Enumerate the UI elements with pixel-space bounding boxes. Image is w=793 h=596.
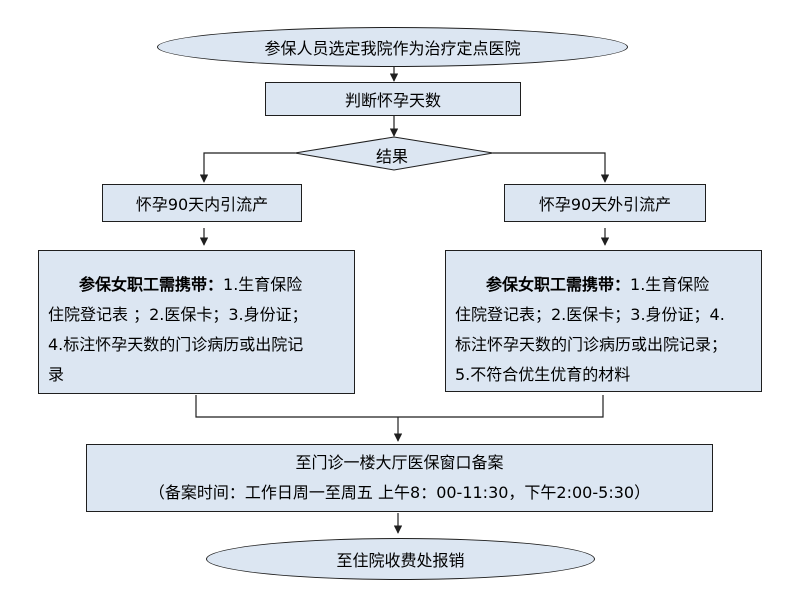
start-node: 参保人员选定我院作为治疗定点医院 [157, 27, 628, 67]
arrow-decision-to-left [199, 152, 295, 183]
left-docs-line-2: 住院登记表 ；2.医保卡；3.身份证； [48, 305, 308, 324]
judge-label: 判断怀孕天数 [344, 91, 441, 110]
decision-label: 结果 [376, 147, 409, 166]
merge-line [195, 395, 604, 418]
end-node: 至住院收费处报销 [206, 538, 595, 580]
right-branch-node: 怀孕90天外引流产 [504, 184, 706, 222]
end-label: 至住院收费处报销 [336, 551, 465, 570]
right-docs-text: 参保女职工需携带：1.生育保险 住院登记表；2.医保卡；3.身份证；4. 标注怀… [455, 270, 727, 390]
left-docs-line-1: 1.生育保险 [223, 275, 303, 294]
left-docs-node: 参保女职工需携带：1.生育保险 住院登记表 ；2.医保卡；3.身份证； 4.标注… [38, 250, 355, 394]
register-time: （备案时间：工作日周一至周五 上午8：00-11:30，下午2:00-5:30） [148, 483, 651, 502]
register-title: 至门诊一楼大厅医保窗口备案 [295, 453, 504, 472]
judge-node: 判断怀孕天数 [265, 82, 521, 116]
left-docs-lead: 参保女职工需携带： [79, 275, 224, 294]
register-node: 至门诊一楼大厅医保窗口备案 （备案时间：工作日周一至周五 上午8：00-11:3… [86, 444, 713, 512]
left-docs-text: 参保女职工需携带：1.生育保险 住院登记表 ；2.医保卡；3.身份证； 4.标注… [48, 270, 308, 390]
left-docs-line-3: 4.标注怀孕天数的门诊病历或出院记 [48, 335, 304, 354]
left-branch-node: 怀孕90天内引流产 [102, 184, 302, 222]
left-docs-line-4: 录 [48, 365, 65, 384]
start-label: 参保人员选定我院作为治疗定点医院 [264, 39, 521, 58]
arrow-decision-to-right [493, 152, 610, 183]
right-docs-lead: 参保女职工需携带： [486, 275, 631, 294]
right-branch-label: 怀孕90天外引流产 [538, 195, 672, 214]
right-docs-line-1: 1.生育保险 [630, 275, 710, 294]
left-branch-label: 怀孕90天内引流产 [135, 195, 269, 214]
decision-diamond [294, 136, 494, 171]
right-docs-line-3: 标注怀孕天数的门诊病历或出院记录； [455, 335, 728, 354]
right-docs-line-4: 5.不符合优生优育的材料 [455, 365, 631, 384]
right-docs-node: 参保女职工需携带：1.生育保险 住院登记表；2.医保卡；3.身份证；4. 标注怀… [445, 250, 762, 392]
right-docs-line-2: 住院登记表；2.医保卡；3.身份证；4. [455, 305, 725, 324]
